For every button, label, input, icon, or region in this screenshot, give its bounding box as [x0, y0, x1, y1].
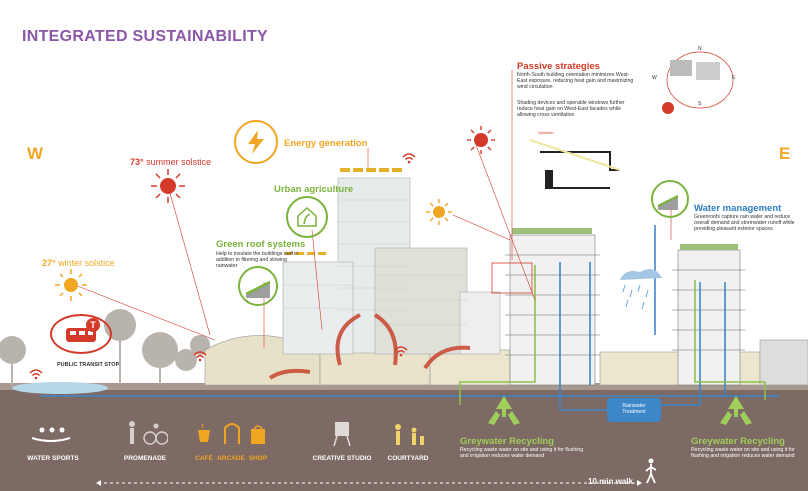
arcade-icon: [222, 420, 242, 444]
residential-towers: [505, 228, 745, 386]
train-icon: [50, 314, 112, 354]
cloud: [620, 269, 662, 280]
wind-arrows: [268, 313, 471, 380]
green-roof-text: Help to insulate the buildings roof in a…: [216, 251, 299, 270]
transit-stop-label: PUBLIC TRANSIT STOP: [57, 362, 120, 368]
creative-studio-icon: [332, 420, 352, 446]
greywater-left-text: Recycling waste water on site and using …: [460, 447, 584, 460]
sun-icon: [54, 268, 88, 302]
compass-w: W: [652, 75, 657, 81]
shop-icon: [250, 424, 266, 444]
sprinkler-label: Sprinkler: [538, 130, 554, 135]
transit-t-icon: T: [86, 318, 100, 332]
amenity-cafe: CAFÉ: [195, 455, 213, 462]
greywater-right-heading: Greywater Recycling: [691, 436, 785, 447]
compass-e: E: [732, 75, 736, 81]
winter-solstice: 27° winter solstice: [42, 258, 115, 268]
compass-s: S: [698, 101, 702, 107]
walker-icon: [645, 458, 657, 484]
wifi-icon: [29, 368, 43, 380]
energy-icon: [234, 120, 278, 164]
water-text: Greenroofs capture rain water and reduce…: [694, 214, 795, 233]
wifi-icon: [402, 152, 416, 164]
sun-icon: [425, 198, 453, 226]
shading-detail: [529, 139, 621, 189]
amenity-shop: SHOP: [248, 455, 268, 462]
amenity-creative-studio: CREATIVE STUDIO: [312, 455, 372, 462]
recycle-icon: [482, 393, 526, 431]
amenity-water-sports: WATER SPORTS: [27, 455, 79, 462]
summer-solstice: 73° summer solstice: [130, 157, 212, 167]
central-towers: [282, 168, 501, 355]
water-management-icon: [651, 180, 689, 218]
green-roof-heading: Green roof systems: [216, 239, 306, 250]
energy-heading: Energy generation: [284, 138, 368, 149]
sun-icon: [466, 125, 496, 155]
walk-label: 10 min walk: [588, 477, 633, 486]
east-label: E: [779, 144, 791, 163]
rain: [622, 284, 649, 310]
urban-agriculture-icon: [286, 196, 328, 238]
promenade-icon: [124, 420, 168, 446]
amenity-courtyard: COURTYARD: [387, 455, 429, 462]
greywater-left-heading: Greywater Recycling: [460, 436, 554, 447]
amenity-arcade: ARCADE: [217, 455, 245, 462]
sun-icon: [150, 168, 186, 204]
compass-n: N: [698, 46, 702, 52]
wifi-icon: [394, 345, 408, 357]
passive-text-2: Shading devices and operable windows fur…: [517, 100, 625, 119]
compass-rose: [662, 51, 734, 114]
west-label: W: [27, 144, 44, 163]
greywater-right-text: Recycling waste water on site and using …: [691, 447, 795, 460]
courtyard-icon: [388, 422, 428, 446]
water-sports-icon: [30, 424, 72, 444]
trees-left: [0, 309, 210, 386]
passive-heading: Passive strategies: [517, 61, 600, 72]
amenity-promenade: PROMENADE: [123, 455, 167, 462]
green-roof-icon: [238, 266, 278, 306]
urban-ag-heading: Urban agriculture: [274, 184, 354, 195]
page-title: INTEGRATED SUSTAINABILITY: [22, 28, 269, 45]
passive-text-1: North-South building orientation minimiz…: [517, 72, 634, 91]
greywater-pipes: [459, 265, 766, 405]
cafe-icon: [195, 422, 213, 444]
rainwater-tank: [607, 398, 661, 422]
water-heading: Water management: [694, 203, 782, 214]
wifi-icon: [193, 350, 207, 362]
recycle-icon: [714, 393, 758, 431]
